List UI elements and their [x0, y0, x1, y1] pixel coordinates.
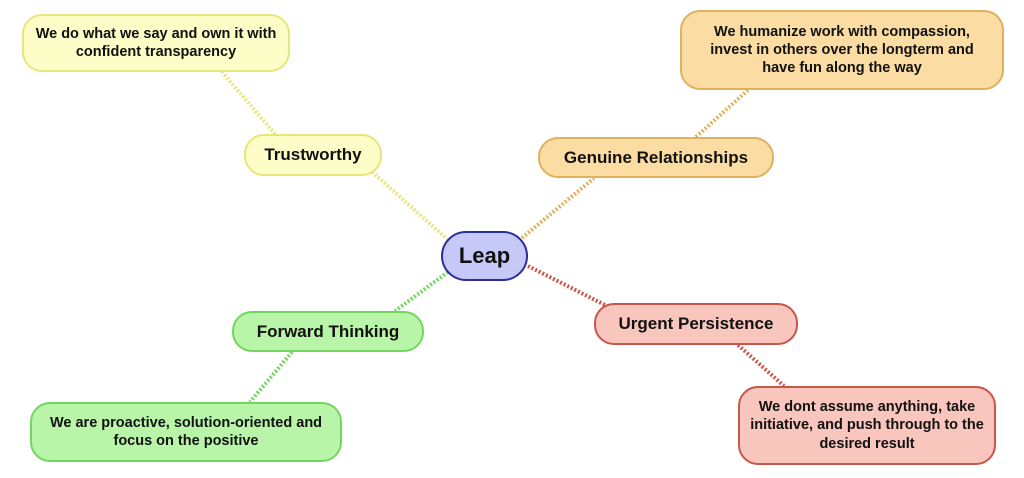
link-center-forward	[393, 270, 450, 313]
link-forward-desc	[248, 350, 294, 404]
genuine-relationships-node[interactable]: Genuine Relationships	[538, 137, 774, 178]
urgent-persistence-node[interactable]: Urgent Persistence	[594, 303, 798, 345]
link-center-genuine	[520, 176, 596, 240]
urgent-persistence-description: We dont assume anything, take initiative…	[738, 386, 996, 465]
link-center-urgent	[527, 264, 606, 307]
central-node-leap[interactable]: Leap	[441, 231, 528, 281]
trustworthy-description: We do what we say and own it with confid…	[22, 14, 290, 72]
trustworthy-node[interactable]: Trustworthy	[244, 134, 382, 176]
genuine-relationships-description: We humanize work with compassion, invest…	[680, 10, 1004, 90]
link-center-trustworthy	[368, 168, 450, 242]
forward-thinking-node[interactable]: Forward Thinking	[232, 311, 424, 352]
link-genuine-desc	[694, 88, 750, 139]
link-trustworthy-desc	[220, 70, 277, 136]
link-urgent-desc	[736, 343, 786, 388]
forward-thinking-description: We are proactive, solution-oriented and …	[30, 402, 342, 462]
